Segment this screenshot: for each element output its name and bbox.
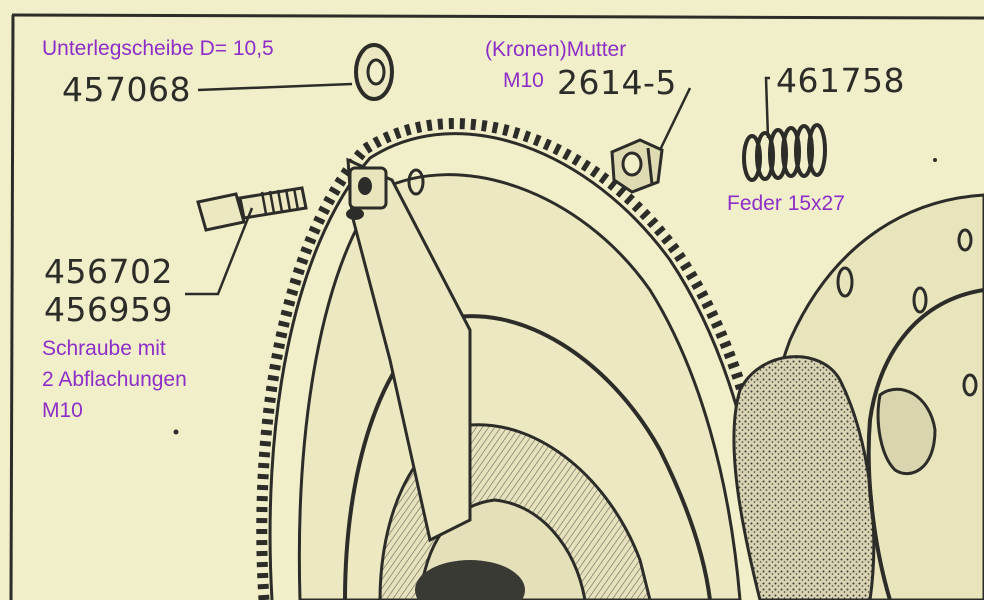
bolt-part-number-2: 456959	[44, 290, 173, 329]
ink-speck	[173, 429, 179, 435]
leader-washer	[197, 82, 353, 92]
spring-part-number: 461758	[776, 61, 905, 100]
plate-hole	[962, 373, 978, 397]
spring-description: Feder 15x27	[727, 192, 845, 215]
plate-hole	[912, 286, 928, 314]
pressure-plate	[732, 193, 984, 600]
nut-part-number: 2614-5	[557, 63, 677, 102]
ink-speck	[933, 158, 937, 162]
lever-rivet	[346, 208, 364, 220]
lever-hole	[358, 177, 372, 195]
bolt-part-number-1: 456702	[44, 252, 173, 291]
washer-description: Unterlegscheibe D= 10,5	[42, 37, 274, 60]
washer-part-number: 457068	[62, 70, 191, 109]
spring-coil	[755, 131, 775, 181]
bolt-description-line3: M10	[42, 399, 83, 422]
release-lever	[346, 157, 472, 543]
bolt-thread	[260, 187, 300, 215]
hub-bore	[415, 560, 525, 600]
nut-slot	[646, 147, 654, 185]
bolt-head	[196, 192, 246, 232]
spring	[742, 123, 827, 182]
border-line-left	[9, 14, 15, 600]
flywheel-bolt-hole	[407, 168, 425, 196]
spring-coil	[768, 128, 788, 180]
flywheel-inner-rim	[343, 314, 712, 600]
bolt	[196, 186, 308, 232]
washer	[354, 43, 394, 101]
plate-boss	[876, 387, 937, 476]
castle-nut	[610, 138, 664, 194]
ring-gear-teeth	[256, 118, 786, 600]
plate-inner-ring	[866, 288, 984, 600]
washer-hole	[366, 58, 386, 86]
plate-hole	[836, 266, 854, 298]
border-line-top	[11, 13, 984, 20]
leader-nut	[658, 87, 692, 151]
nut-description-line1: (Kronen)Mutter	[485, 38, 627, 61]
spring-coil	[794, 124, 814, 178]
flywheel	[256, 118, 786, 600]
spring-coil	[807, 123, 827, 177]
leader-bolt	[185, 207, 254, 296]
spring-coil	[742, 134, 762, 182]
bolt-description-line2: 2 Abflachungen	[42, 368, 187, 391]
leader-spring	[764, 76, 770, 139]
plate-hole	[957, 228, 973, 252]
nut-bore	[621, 151, 643, 177]
spring-coil	[781, 126, 801, 178]
bolt-description-line1: Schraube mit	[42, 337, 166, 360]
nut-description-line2: M10	[503, 69, 544, 92]
